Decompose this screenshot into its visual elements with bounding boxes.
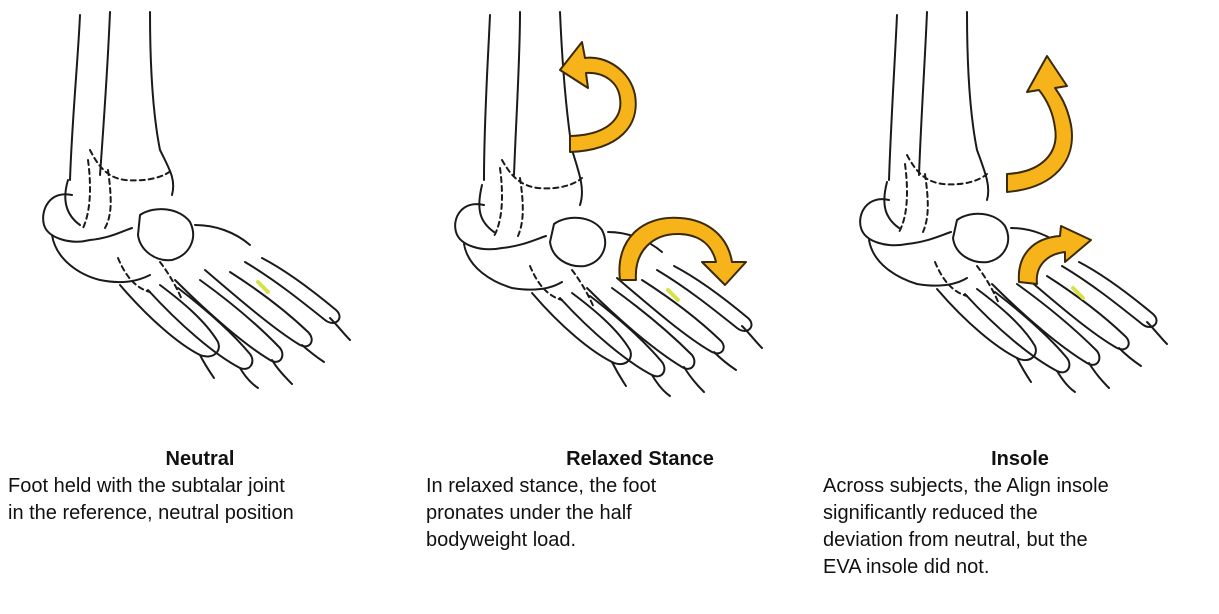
caption-body: Across subjects, the Align insole signif… bbox=[823, 473, 1218, 581]
foot-skeleton-illustration bbox=[815, 0, 1215, 440]
caption-body: Foot held with the subtalar joint in the… bbox=[8, 473, 403, 527]
caption-title: Insole bbox=[820, 448, 1219, 471]
rotation-arrow-icon bbox=[1019, 226, 1091, 284]
foot-skeleton-illustration bbox=[410, 0, 810, 440]
caption-title: Relaxed Stance bbox=[490, 448, 790, 471]
caption-title: Neutral bbox=[0, 448, 400, 471]
foot-skeleton-illustration bbox=[0, 0, 400, 440]
panel-insole: Insole Across subjects, the Align insole… bbox=[815, 0, 1215, 614]
rotation-arrow-icon bbox=[1007, 56, 1072, 192]
rotation-arrow-icon bbox=[560, 42, 636, 152]
panel-neutral: Neutral Foot held with the subtalar join… bbox=[0, 0, 400, 614]
caption-body: In relaxed stance, the foot pronates und… bbox=[426, 473, 806, 554]
panel-relaxed-stance: Relaxed Stance In relaxed stance, the fo… bbox=[410, 0, 810, 614]
rotation-arrow-icon bbox=[619, 218, 746, 285]
